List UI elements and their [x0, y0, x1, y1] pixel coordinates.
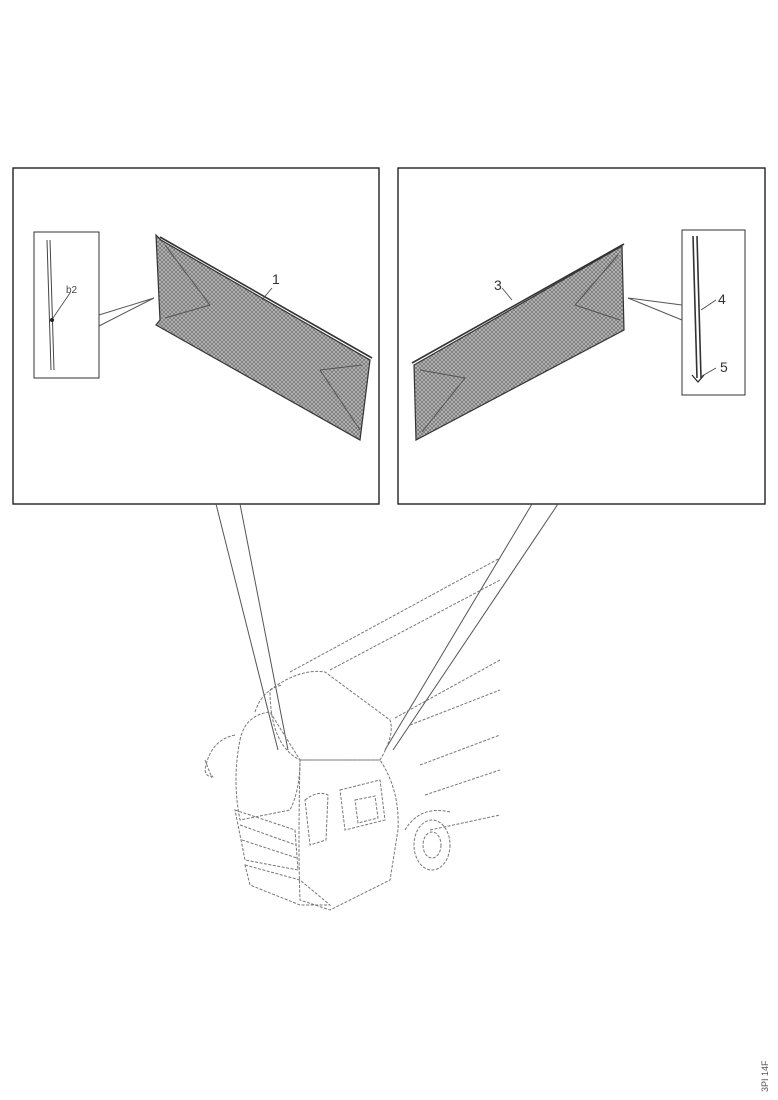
right-mesh-panel — [411, 243, 625, 441]
left-strip-inset: b2 — [33, 231, 100, 379]
right-detail-panel: 4 5 3 — [397, 167, 766, 505]
callout-1: 1 — [272, 271, 280, 287]
right-strip-inset: 4 5 — [681, 229, 746, 396]
left-detail-panel: b2 1 — [12, 167, 380, 505]
callout-b2: b2 — [66, 285, 78, 296]
left-mesh-panel — [155, 233, 373, 441]
callout-4: 4 — [718, 291, 726, 307]
figure-code: 3PI 14F — [760, 1060, 770, 1092]
leader-lines — [215, 503, 559, 751]
callout-5: 5 — [720, 359, 728, 375]
callout-3: 3 — [494, 277, 502, 293]
truck-cab-illustration — [204, 557, 501, 911]
